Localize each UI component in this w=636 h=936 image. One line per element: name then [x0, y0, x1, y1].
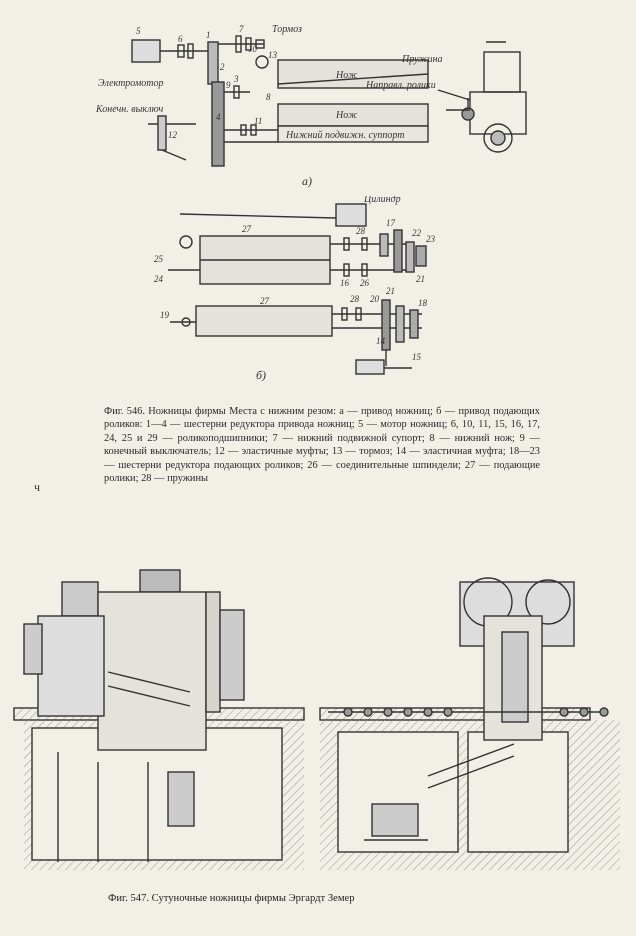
label-12: 12 [168, 130, 178, 140]
label-limit-switch: Конечн. выключ [96, 104, 164, 115]
label-b-27: 27 [242, 224, 252, 234]
sublabel-b: б) [256, 368, 267, 382]
caption-547: Фиг. 547. Сутуночные ножницы фирмы Эргар… [108, 893, 355, 904]
label-9: 9 [226, 80, 231, 90]
figure-547 [8, 562, 630, 886]
margin-mark: ч [34, 480, 41, 494]
figure-546b-drawing: 27 28 17 22 23 21 25 24 16 26 19 27 28 2… [154, 196, 436, 375]
label-1: 1 [206, 30, 211, 40]
label-b-27b: 27 [260, 296, 270, 306]
label-b-17: 17 [386, 218, 396, 228]
figure-546a-drawing: 5 6 7 1 2 3 4 8 9 10 11 12 13 Электромот… [96, 24, 527, 167]
caption-546-title: Фиг. 546. Ножницы фирмы Места с нижним р… [104, 406, 336, 417]
caption-546: Фиг. 546. Ножницы фирмы Места с нижним р… [104, 405, 540, 485]
label-11: 11 [254, 116, 262, 126]
label-cylinder: Цилиндр [363, 196, 401, 205]
label-b-25: 25 [154, 254, 164, 264]
label-b-16: 16 [340, 278, 350, 288]
label-b-20: 20 [370, 294, 380, 304]
label-b-24: 24 [154, 274, 164, 284]
label-13: 13 [268, 50, 278, 60]
label-2: 2 [220, 62, 225, 72]
figure-546a: 5 6 7 1 2 3 4 8 9 10 11 12 13 Электромот… [96, 12, 556, 192]
label-3: 3 [233, 74, 239, 84]
label-electromotor: Электромотор [98, 78, 164, 89]
label-b-26: 26 [360, 278, 370, 288]
label-brake: Тормоз [272, 24, 302, 35]
sublabel-a: а) [302, 174, 312, 188]
caption-546-text: а — привод ножниц; б — привод подающих р… [104, 406, 541, 485]
label-guide-rollers: Направл. ролики [365, 80, 436, 91]
label-b-22: 22 [412, 228, 422, 238]
label-b-23: 23 [426, 234, 436, 244]
label-b-15: 15 [412, 352, 422, 362]
label-b-21: 21 [416, 274, 425, 284]
label-b-19: 19 [160, 310, 170, 320]
label-b-21b: 21 [386, 286, 395, 296]
figure-546b: 27 28 17 22 23 21 25 24 16 26 19 27 28 2… [150, 196, 450, 386]
figure-547-drawing [13, 569, 620, 870]
label-b-14: 14 [376, 336, 386, 346]
label-lower-support: Нижний подвижн. суппорт [285, 130, 404, 141]
label-5: 5 [136, 26, 141, 36]
label-6: 6 [178, 34, 183, 44]
label-b-28b: 28 [350, 294, 360, 304]
label-7: 7 [239, 24, 244, 34]
label-spring: Пружина [401, 54, 443, 65]
label-knife-upper: Нож [335, 70, 358, 81]
label-b-28: 28 [356, 226, 366, 236]
label-8: 8 [266, 92, 271, 102]
label-b-18: 18 [418, 298, 428, 308]
label-10: 10 [248, 44, 258, 54]
label-knife-lower: Нож [335, 110, 358, 121]
label-4: 4 [216, 112, 221, 122]
